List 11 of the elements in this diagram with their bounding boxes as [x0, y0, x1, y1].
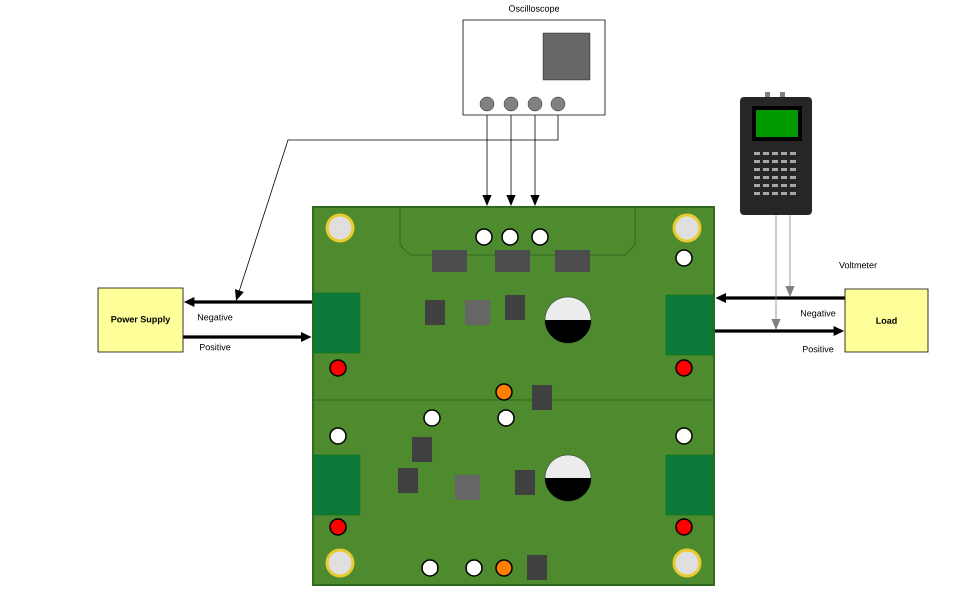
device-box: Power Supply [98, 288, 184, 352]
oscilloscope-drawing: Oscilloscope [462, 5, 606, 116]
device-label: Voltmeter [839, 262, 877, 268]
edge-label: Negative [799, 308, 837, 320]
edge-label: Positive [198, 342, 232, 352]
device-box: Load [844, 288, 928, 352]
circuit-board-drawing [312, 206, 715, 586]
edge-label: Negative [196, 312, 234, 324]
edge-label: Positive [801, 344, 835, 354]
voltmeter-drawing [740, 92, 812, 215]
node-label: Oscilloscope [508, 5, 560, 14]
